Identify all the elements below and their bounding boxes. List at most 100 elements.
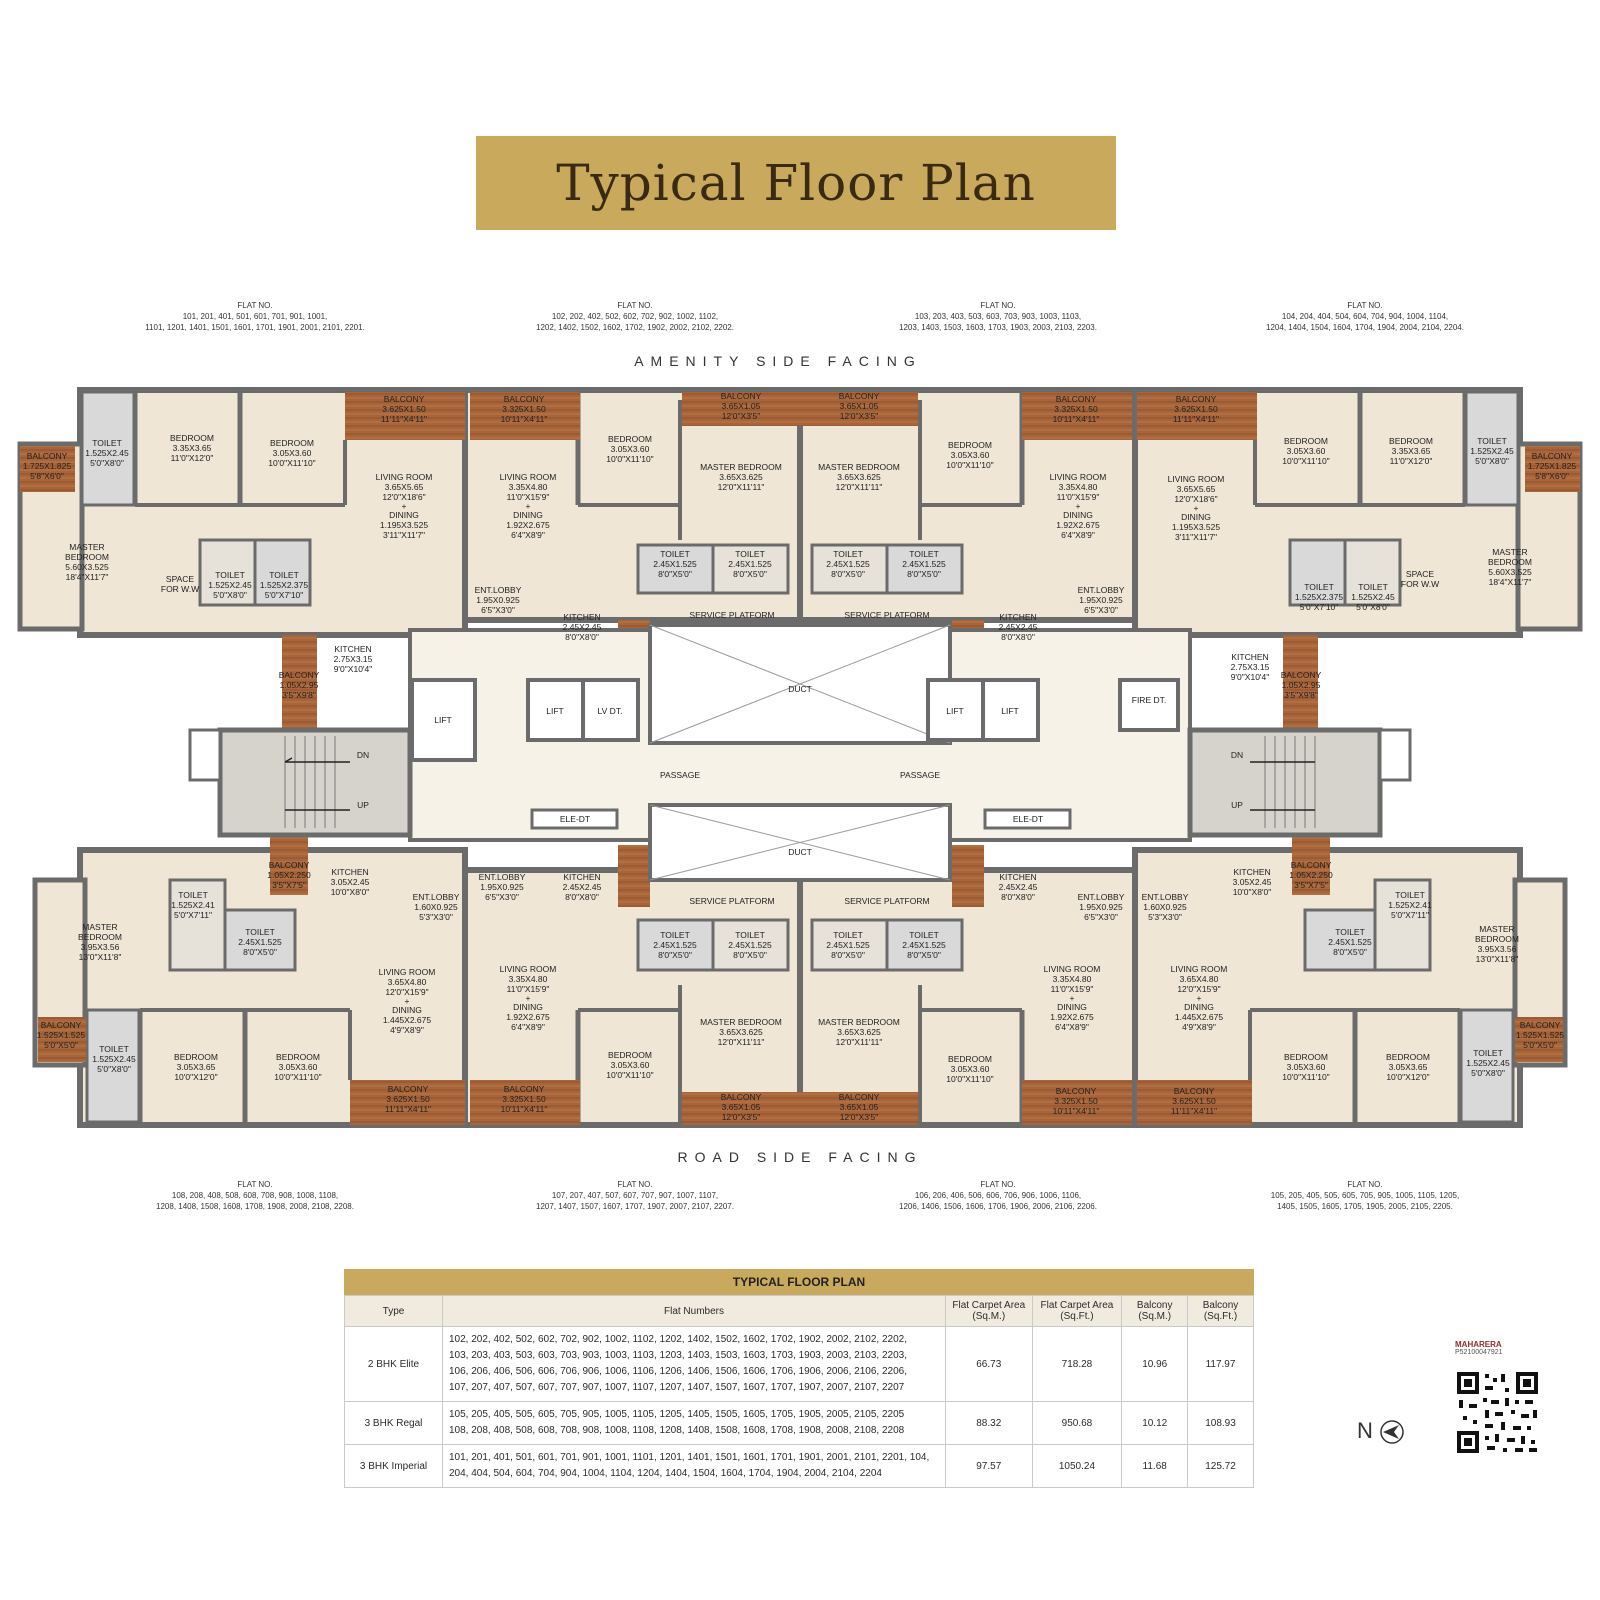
qr-code-icon[interactable] [1455, 1370, 1540, 1455]
rera-label: MAHARERA [1455, 1340, 1502, 1349]
compass-arrow-icon [1380, 1420, 1404, 1444]
cell-flats: 105, 205, 405, 505, 605, 705, 905, 1005,… [442, 1401, 946, 1445]
balcony-104 [1137, 392, 1257, 440]
core [188, 623, 1412, 882]
balcony-104-side [1525, 446, 1580, 492]
balcony-101-side [20, 446, 75, 492]
table-header-row: Type Flat Numbers Flat Carpet Area (Sq.M… [344, 1295, 1254, 1327]
lift-2 [526, 678, 585, 742]
flat-list-line: 1202, 1402, 1502, 1602, 1702, 1902, 2002… [536, 323, 734, 332]
svg-text:SERVICE PLATFORM: SERVICE PLATFORM [844, 610, 929, 620]
cell-balcony-sqft: 117.97 [1187, 1326, 1254, 1402]
flat-heading: FLAT NO. [1347, 1180, 1383, 1189]
flat-group-top-2: FLAT NO. 102, 202, 402, 502, 602, 702, 9… [485, 300, 785, 333]
svg-text:UP: UP [1231, 800, 1243, 810]
flat-heading: FLAT NO. [980, 1180, 1016, 1189]
col-type: Type [344, 1295, 443, 1327]
balcony-101-kitchen [282, 635, 317, 730]
table-row: 2 BHK Elite 102, 202, 402, 502, 602, 702… [344, 1326, 1254, 1402]
col-carpet-sqm: Flat Carpet Area (Sq.M.) [945, 1295, 1033, 1327]
cell-balcony-sqft: 108.93 [1187, 1401, 1254, 1445]
cell-flats: 101, 201, 401, 501, 601, 701, 901, 1001,… [442, 1444, 946, 1488]
cell-balcony-sqm: 10.12 [1121, 1401, 1189, 1445]
col-balcony-sqm: Balcony (Sq.M.) [1121, 1295, 1189, 1327]
flat-heading: FLAT NO. [237, 1180, 273, 1189]
table-row: 3 BHK Regal 105, 205, 405, 505, 605, 705… [344, 1401, 1254, 1445]
flat-group-bottom-1: FLAT NO. 108, 208, 408, 508, 608, 708, 9… [105, 1179, 405, 1212]
table-caption: TYPICAL FLOOR PLAN [344, 1269, 1254, 1295]
flat-list-line: 107, 207, 407, 507, 607, 707, 907, 1007,… [551, 1191, 719, 1200]
flat-list-line: 1405, 1505, 1605, 1705, 1905, 2005, 2105… [1277, 1202, 1453, 1211]
cell-type: 3 BHK Regal [344, 1401, 443, 1445]
balcony-102-b [682, 392, 800, 426]
flat-heading: FLAT NO. [617, 301, 653, 310]
cell-carpet-sqft: 1050.24 [1031, 1444, 1123, 1488]
svg-text:DN: DN [357, 750, 369, 760]
north-indicator: N [1357, 1418, 1405, 1445]
svg-text:ELE-DT: ELE-DT [560, 814, 590, 824]
flat-list-line: 101, 201, 401, 501, 601, 701, 901, 1001, [182, 312, 328, 321]
svg-text:DUCT: DUCT [788, 847, 812, 857]
flat-list-line: 104, 204, 404, 504, 604, 704, 904, 1004,… [1281, 312, 1449, 321]
lift-left [410, 678, 477, 762]
col-carpet-sqft: Flat Carpet Area (Sq.Ft.) [1031, 1295, 1123, 1327]
cell-carpet-sqft: 950.68 [1031, 1401, 1123, 1445]
flat-list-line: 105, 205, 405, 505, 605, 705, 905, 1005,… [1270, 1191, 1460, 1200]
flat-list-line: 1207, 1407, 1507, 1607, 1707, 1907, 2007… [536, 1202, 734, 1211]
cell-carpet-sqm: 66.73 [945, 1326, 1033, 1402]
amenity-side-facing: AMENITY SIDE FACING [634, 353, 922, 369]
title-banner: Typical Floor Plan [476, 136, 1116, 230]
cell-balcony-sqm: 10.96 [1121, 1326, 1189, 1402]
svg-text:LIFT: LIFT [434, 715, 451, 725]
svg-text:SERVICE PLATFORM: SERVICE PLATFORM [689, 896, 774, 906]
svg-text:SERVICE PLATFORM: SERVICE PLATFORM [844, 896, 929, 906]
